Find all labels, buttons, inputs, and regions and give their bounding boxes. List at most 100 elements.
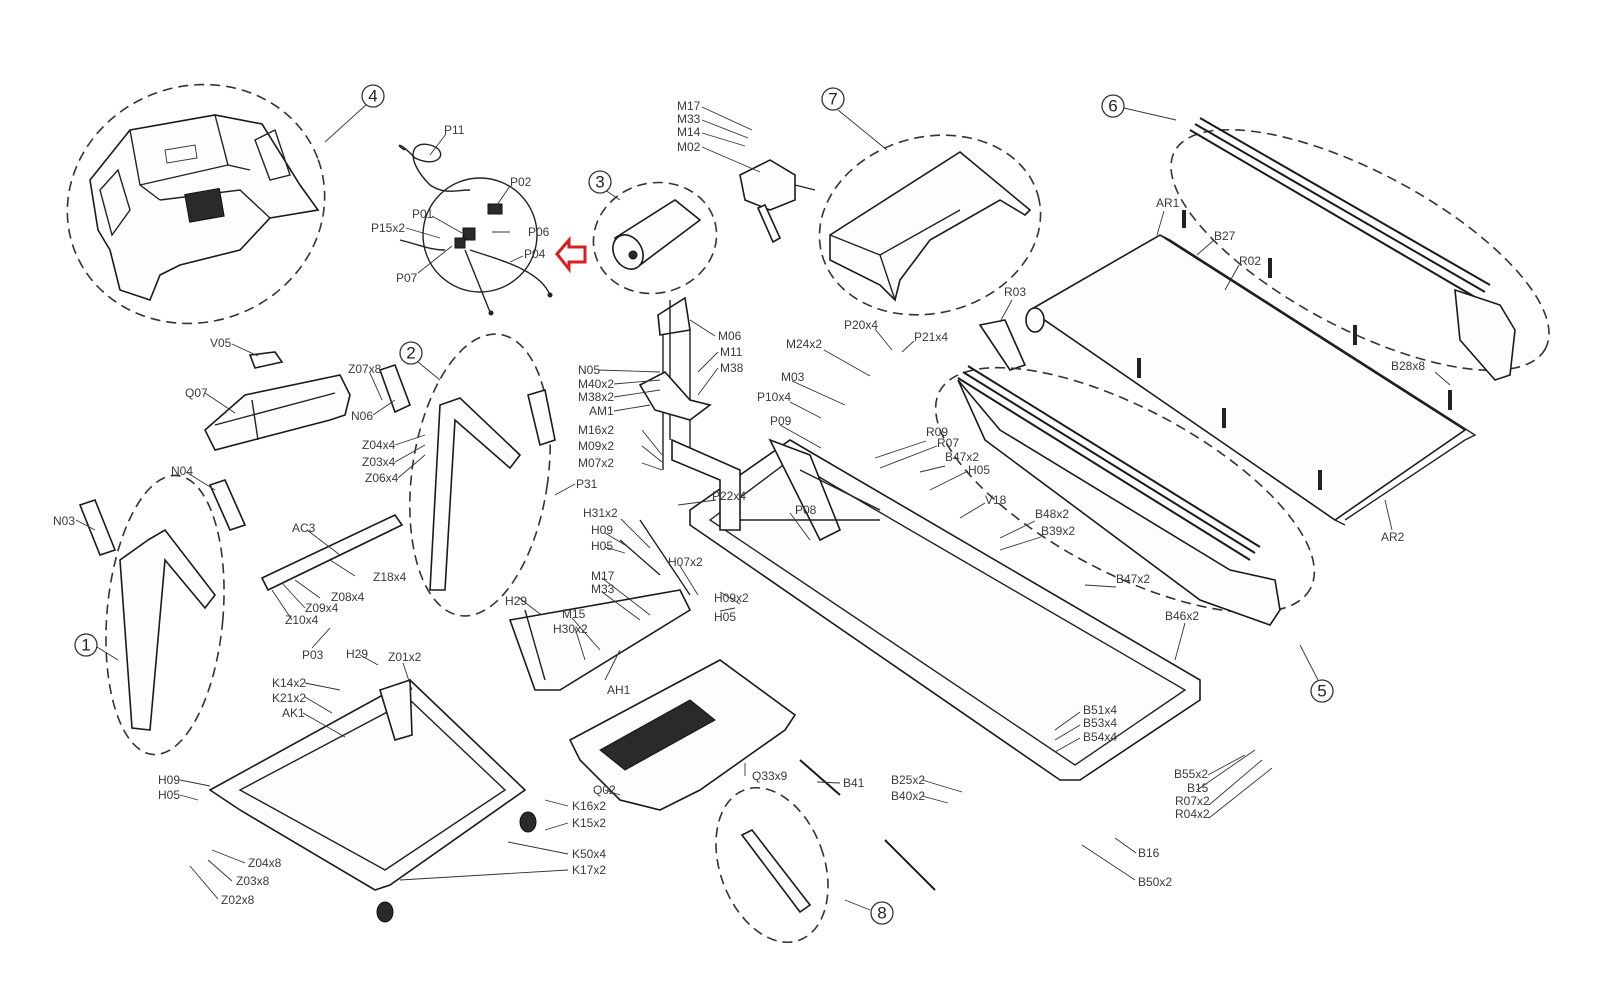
group-callout-6: 6 bbox=[1101, 94, 1177, 121]
electronics-assembly bbox=[398, 143, 553, 316]
part-label-M17: M17 bbox=[677, 99, 701, 113]
part-label-AR2: AR2 bbox=[1381, 530, 1405, 544]
left-upright bbox=[78, 474, 247, 756]
part-label-Q33x9: Q33x9 bbox=[752, 769, 788, 783]
part-label-P20x4: P20x4 bbox=[844, 318, 878, 332]
part-label-Q07: Q07 bbox=[185, 386, 208, 400]
part-label-H05: H05 bbox=[714, 610, 736, 624]
leader-lines bbox=[75, 106, 1451, 900]
part-label-P09: P09 bbox=[770, 414, 792, 428]
incline-motor bbox=[739, 159, 816, 244]
part-label-Z04x8: Z04x8 bbox=[248, 856, 282, 870]
part-label-P08: P08 bbox=[795, 503, 817, 517]
part-label-R04x2: R04x2 bbox=[1175, 807, 1210, 821]
part-label-P21x4: P21x4 bbox=[914, 330, 948, 344]
part-label-P04: P04 bbox=[524, 247, 546, 261]
part-label-Z18x4: Z18x4 bbox=[373, 570, 407, 584]
part-label-AC3: AC3 bbox=[292, 521, 316, 535]
part-label-M15: M15 bbox=[562, 607, 586, 621]
part-label-Z10x4: Z10x4 bbox=[285, 613, 319, 627]
motor-mount bbox=[638, 296, 741, 531]
part-label-B48x2: B48x2 bbox=[1035, 507, 1069, 521]
part-label-B50x2: B50x2 bbox=[1138, 875, 1172, 889]
part-label-N04: N04 bbox=[171, 464, 193, 478]
part-label-V18: V18 bbox=[985, 493, 1007, 507]
part-label-Z08x4: Z08x4 bbox=[331, 590, 365, 604]
part-label-AM1: AM1 bbox=[589, 404, 614, 418]
part-label-AK1: AK1 bbox=[282, 706, 305, 720]
part-label-B25x2: B25x2 bbox=[891, 773, 925, 787]
part-label-P11: P11 bbox=[444, 123, 465, 137]
part-label-B16: B16 bbox=[1138, 846, 1160, 860]
part-label-B55x2: B55x2 bbox=[1174, 767, 1208, 781]
part-label-B39x2: B39x2 bbox=[1041, 524, 1075, 538]
part-label-B54x4: B54x4 bbox=[1083, 730, 1117, 744]
base-cover bbox=[568, 659, 797, 811]
part-label-H05: H05 bbox=[591, 539, 613, 553]
part-label-H31x2: H31x2 bbox=[583, 506, 618, 520]
part-label-R09: R09 bbox=[926, 425, 948, 439]
part-label-K16x2: K16x2 bbox=[572, 799, 606, 813]
rear-axle-rod bbox=[799, 759, 936, 891]
group-number: 5 bbox=[1317, 682, 1326, 701]
part-label-H09x2: H09x2 bbox=[714, 591, 749, 605]
part-label-B27: B27 bbox=[1214, 229, 1236, 243]
part-label-Z02x8: Z02x8 bbox=[221, 893, 255, 907]
part-label-H05: H05 bbox=[158, 788, 180, 802]
group-number: 4 bbox=[368, 87, 377, 106]
group-number: 7 bbox=[828, 90, 837, 109]
part-label-M02: M02 bbox=[677, 140, 701, 154]
group-number: 1 bbox=[81, 636, 90, 655]
part-label-AH1: AH1 bbox=[607, 683, 631, 697]
group-callout-1: 1 bbox=[74, 633, 119, 661]
group-number: 6 bbox=[1108, 97, 1117, 116]
running-deck bbox=[1025, 210, 1477, 526]
part-label-M24x2: M24x2 bbox=[786, 337, 822, 351]
part-label-B51x4: B51x4 bbox=[1083, 703, 1117, 717]
part-label-P06: P06 bbox=[528, 225, 550, 239]
group-number: 8 bbox=[877, 904, 886, 923]
group-callout-8: 8 bbox=[844, 899, 894, 925]
part-label-Z09x4: Z09x4 bbox=[305, 601, 339, 615]
part-label-M38x2: M38x2 bbox=[578, 390, 614, 404]
part-label-H29: H29 bbox=[346, 647, 368, 661]
part-label-M07x2: M07x2 bbox=[578, 456, 614, 470]
part-label-R07: R07 bbox=[937, 436, 959, 450]
part-label-R03: R03 bbox=[1004, 285, 1026, 299]
part-label-N06: N06 bbox=[351, 409, 373, 423]
part-label-M38: M38 bbox=[720, 361, 744, 375]
part-label-M17: M17 bbox=[591, 569, 615, 583]
part-label-M06: M06 bbox=[718, 329, 742, 343]
part-label-M09x2: M09x2 bbox=[578, 439, 614, 453]
part-label-AR1: AR1 bbox=[1156, 196, 1180, 210]
part-label-P02: P02 bbox=[510, 175, 532, 189]
motor-cover-assembly bbox=[818, 134, 1042, 316]
part-label-K14x2: K14x2 bbox=[272, 676, 306, 690]
group-callout-3: 3 bbox=[588, 170, 621, 201]
part-label-H07x2: H07x2 bbox=[668, 555, 703, 569]
part-label-B53x4: B53x4 bbox=[1083, 716, 1117, 730]
part-label-B40x2: B40x2 bbox=[891, 789, 925, 803]
base-frame bbox=[208, 678, 537, 923]
part-label-K17x2: K17x2 bbox=[572, 863, 606, 877]
part-label-Z06x4: Z06x4 bbox=[365, 471, 399, 485]
console-assembly bbox=[66, 83, 326, 325]
part-label-Z07x8: Z07x8 bbox=[348, 362, 382, 376]
part-label-M16x2: M16x2 bbox=[578, 423, 614, 437]
right-upright bbox=[409, 333, 556, 617]
part-label-P31: P31 bbox=[576, 477, 598, 491]
group-number: 3 bbox=[595, 173, 604, 192]
part-label-P15x2: P15x2 bbox=[371, 221, 405, 235]
part-label-K21x2: K21x2 bbox=[272, 691, 306, 705]
part-labels: P11 P02 P01 P15x2 P06 P04 P07 M17 M33 M1… bbox=[53, 99, 1425, 907]
part-label-B41: B41 bbox=[843, 776, 865, 790]
crossbar bbox=[260, 513, 404, 592]
group-callout-4: 4 bbox=[324, 84, 385, 143]
part-label-P22x4: P22x4 bbox=[712, 489, 746, 503]
group-callout-5: 5 bbox=[1299, 644, 1334, 703]
side-rail-right bbox=[1170, 117, 1550, 381]
part-label-B15: B15 bbox=[1187, 781, 1209, 795]
left-arrow-icon bbox=[555, 235, 587, 274]
accessory-tray bbox=[204, 351, 412, 451]
